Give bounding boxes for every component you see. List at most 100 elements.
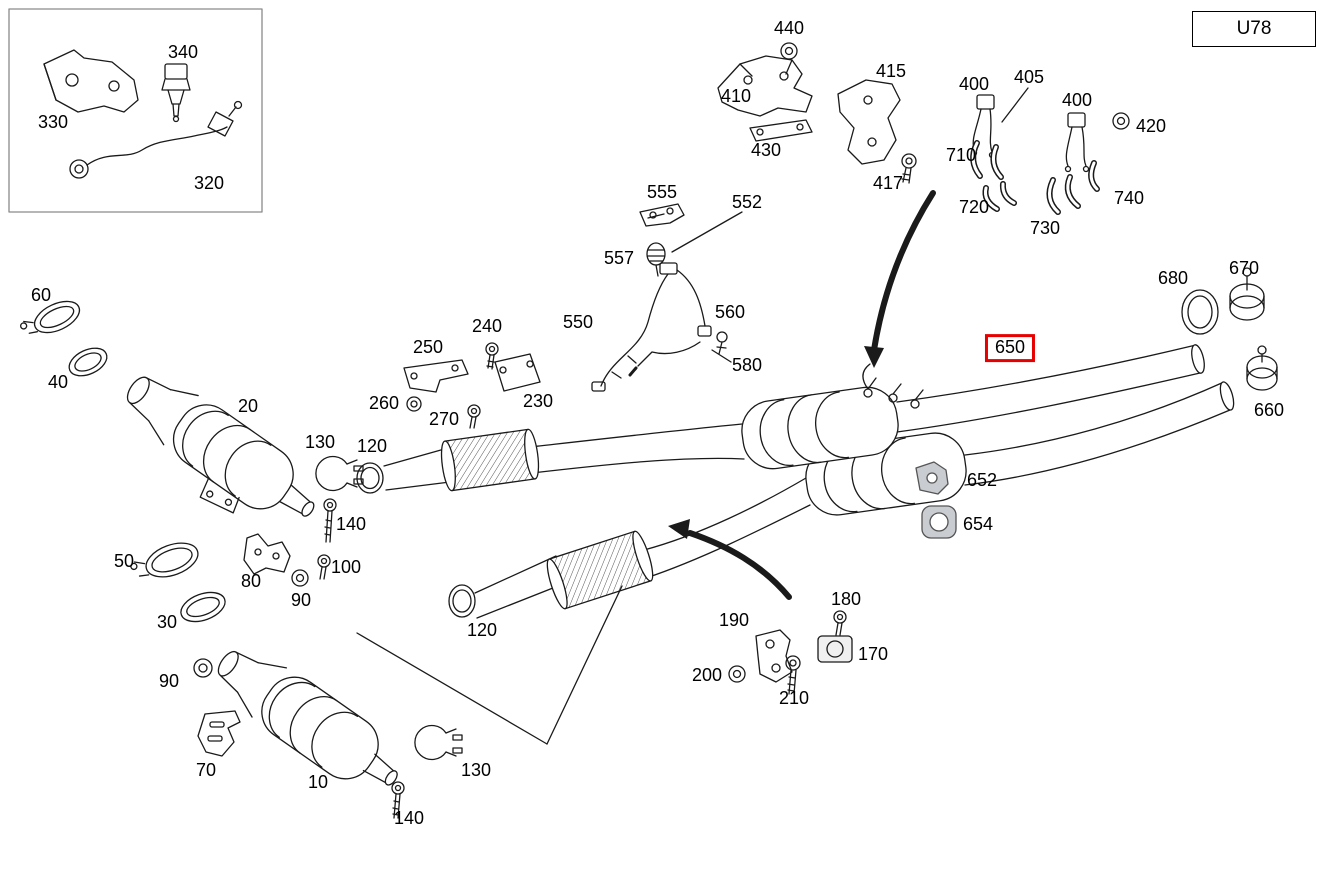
part-label-415[interactable]: 415 bbox=[875, 61, 907, 82]
bolt-210 bbox=[785, 655, 801, 695]
part-label-680[interactable]: 680 bbox=[1157, 268, 1189, 289]
part-label-730[interactable]: 730 bbox=[1029, 218, 1061, 239]
bolt-140-upper bbox=[323, 498, 337, 543]
part-label-330[interactable]: 330 bbox=[37, 112, 69, 133]
part-label-130[interactable]: 130 bbox=[304, 432, 336, 453]
page-code: U78 bbox=[1236, 18, 1272, 39]
front-pipe-lower-branch bbox=[448, 477, 811, 619]
sensor-400-right bbox=[1064, 112, 1090, 173]
sensor-bungs bbox=[862, 363, 924, 409]
nut-200 bbox=[728, 665, 746, 683]
mount-170 bbox=[817, 635, 853, 663]
part-label-340[interactable]: 340 bbox=[167, 42, 199, 63]
catalyst-rear-upper bbox=[741, 386, 899, 470]
clamp-670 bbox=[1229, 267, 1265, 321]
part-label-190[interactable]: 190 bbox=[718, 610, 750, 631]
bolt-100 bbox=[317, 554, 331, 580]
part-label-410[interactable]: 410 bbox=[720, 86, 752, 107]
part-label-654[interactable]: 654 bbox=[962, 514, 994, 535]
part-label-130[interactable]: 130 bbox=[460, 760, 492, 781]
sensor-340 bbox=[161, 63, 191, 123]
oxygen-sensor-320 bbox=[69, 100, 243, 179]
part-label-440[interactable]: 440 bbox=[773, 18, 805, 39]
part-label-10[interactable]: 10 bbox=[307, 772, 329, 793]
part-label-580[interactable]: 580 bbox=[731, 355, 763, 376]
tube-730 bbox=[1046, 174, 1081, 215]
bracket-415 bbox=[837, 79, 901, 165]
page-code-box: U78 bbox=[1192, 11, 1316, 47]
part-label-660[interactable]: 660 bbox=[1253, 400, 1285, 421]
catalyst-pipe-20 bbox=[126, 376, 315, 517]
part-label-720[interactable]: 720 bbox=[958, 197, 990, 218]
part-label-400[interactable]: 400 bbox=[1061, 90, 1093, 111]
bolt-180 bbox=[833, 610, 847, 636]
clamp-680 bbox=[1181, 289, 1219, 335]
part-label-100[interactable]: 100 bbox=[330, 557, 362, 578]
clamp-130-lower bbox=[414, 724, 463, 761]
part-label-50[interactable]: 50 bbox=[113, 551, 135, 572]
part-label-250[interactable]: 250 bbox=[412, 337, 444, 358]
inset-panel bbox=[8, 8, 263, 213]
part-label-20[interactable]: 20 bbox=[237, 396, 259, 417]
part-label-210[interactable]: 210 bbox=[778, 688, 810, 709]
part-label-557[interactable]: 557 bbox=[603, 248, 635, 269]
catalyst-pipe-10 bbox=[217, 650, 398, 786]
bracket-70 bbox=[197, 710, 241, 757]
bracket-410 bbox=[717, 55, 813, 117]
part-label-550[interactable]: 550 bbox=[562, 312, 594, 333]
part-label-120[interactable]: 120 bbox=[356, 436, 388, 457]
arrow-install-lower bbox=[668, 519, 792, 600]
tube-710 bbox=[970, 140, 1004, 180]
clip-555 bbox=[639, 203, 685, 227]
clamp-660 bbox=[1246, 345, 1278, 391]
part-label-30[interactable]: 30 bbox=[156, 612, 178, 633]
part-label-90[interactable]: 90 bbox=[290, 590, 312, 611]
part-label-430[interactable]: 430 bbox=[750, 140, 782, 161]
part-label-260[interactable]: 260 bbox=[368, 393, 400, 414]
part-label-552[interactable]: 552 bbox=[731, 192, 763, 213]
part-label-170[interactable]: 170 bbox=[857, 644, 889, 665]
part-label-405[interactable]: 405 bbox=[1013, 67, 1045, 88]
clamp-130-upper bbox=[315, 455, 364, 492]
part-label-417[interactable]: 417 bbox=[872, 173, 904, 194]
part-label-555[interactable]: 555 bbox=[646, 182, 678, 203]
part-label-240[interactable]: 240 bbox=[471, 316, 503, 337]
nut-420 bbox=[1112, 112, 1130, 130]
nut-90-upper bbox=[291, 569, 309, 587]
clamp-50 bbox=[130, 542, 199, 578]
part-label-710[interactable]: 710 bbox=[945, 145, 977, 166]
bolt-240 bbox=[485, 342, 499, 370]
part-label-652[interactable]: 652 bbox=[966, 470, 998, 491]
twin-pipes-650 bbox=[896, 344, 1235, 486]
part-label-650[interactable]: 650 bbox=[984, 334, 1036, 362]
bracket-230 bbox=[494, 353, 541, 392]
part-label-420[interactable]: 420 bbox=[1135, 116, 1167, 137]
part-label-560[interactable]: 560 bbox=[714, 302, 746, 323]
part-label-400[interactable]: 400 bbox=[958, 74, 990, 95]
part-label-90[interactable]: 90 bbox=[158, 671, 180, 692]
grommet-557 bbox=[646, 242, 666, 277]
part-label-80[interactable]: 80 bbox=[240, 571, 262, 592]
part-label-180[interactable]: 180 bbox=[830, 589, 862, 610]
part-label-670[interactable]: 670 bbox=[1228, 258, 1260, 279]
bolt-270 bbox=[467, 404, 481, 429]
part-label-140[interactable]: 140 bbox=[393, 808, 425, 829]
part-label-40[interactable]: 40 bbox=[47, 372, 69, 393]
arrow-install-upper bbox=[864, 190, 936, 368]
part-label-120[interactable]: 120 bbox=[466, 620, 498, 641]
bolt-140-lower bbox=[391, 781, 405, 819]
part-label-70[interactable]: 70 bbox=[195, 760, 217, 781]
part-label-230[interactable]: 230 bbox=[522, 391, 554, 412]
leader-line-lower-a bbox=[356, 632, 548, 745]
part-label-140[interactable]: 140 bbox=[335, 514, 367, 535]
part-label-60[interactable]: 60 bbox=[30, 285, 52, 306]
part-label-270[interactable]: 270 bbox=[428, 409, 460, 430]
part-label-320[interactable]: 320 bbox=[193, 173, 225, 194]
tube-740 bbox=[1088, 160, 1100, 192]
nut-260 bbox=[406, 396, 422, 412]
part-label-200[interactable]: 200 bbox=[691, 665, 723, 686]
part-label-740[interactable]: 740 bbox=[1113, 188, 1145, 209]
leader-line-405 bbox=[1001, 87, 1029, 123]
